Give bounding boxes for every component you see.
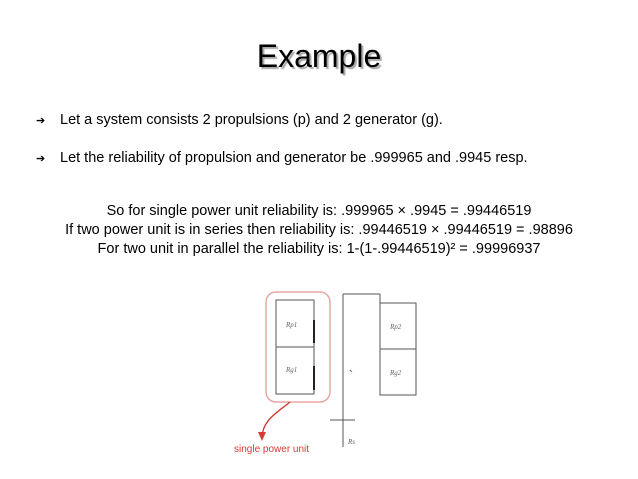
calc-line-series: If two power unit is in series then reli… <box>65 222 573 238</box>
slide-title: Example <box>256 38 382 74</box>
bullet-text: Let the reliability of propulsion and ge… <box>60 150 528 166</box>
unit2-propulsion-block <box>379 302 417 350</box>
unit2-top-label: Rp2 <box>389 323 402 331</box>
bullet-item: ➔ Let the reliability of propulsion and … <box>36 150 626 166</box>
unit1-bottom-label: Rg1 <box>285 366 297 374</box>
bullet-item: ➔ Let a system consists 2 propulsions (p… <box>36 112 626 128</box>
unit1-generator-block <box>275 346 315 395</box>
annotation-arrow <box>261 401 291 439</box>
unit2-bottom-label: Rg2 <box>389 369 402 377</box>
bullet-list: ➔ Let a system consists 2 propulsions (p… <box>36 112 626 188</box>
unit2-generator-block <box>379 348 417 396</box>
calc-line-single: So for single power unit reliability is:… <box>106 203 532 219</box>
tick-mark <box>349 369 353 373</box>
arrow-bullet-icon: ➔ <box>36 115 46 127</box>
annotation-label: single power unit <box>234 444 309 455</box>
calc-line-parallel: For two unit in parallel the reliability… <box>97 241 541 257</box>
arrow-bullet-icon: ➔ <box>36 153 46 165</box>
unit1-top-label: Rp1 <box>285 321 297 329</box>
highlight-box <box>265 291 331 403</box>
bottom-label: Rs <box>347 438 355 446</box>
bullet-text: Let a system consists 2 propulsions (p) … <box>60 112 443 128</box>
annotation-arrow-head-icon <box>258 432 266 441</box>
